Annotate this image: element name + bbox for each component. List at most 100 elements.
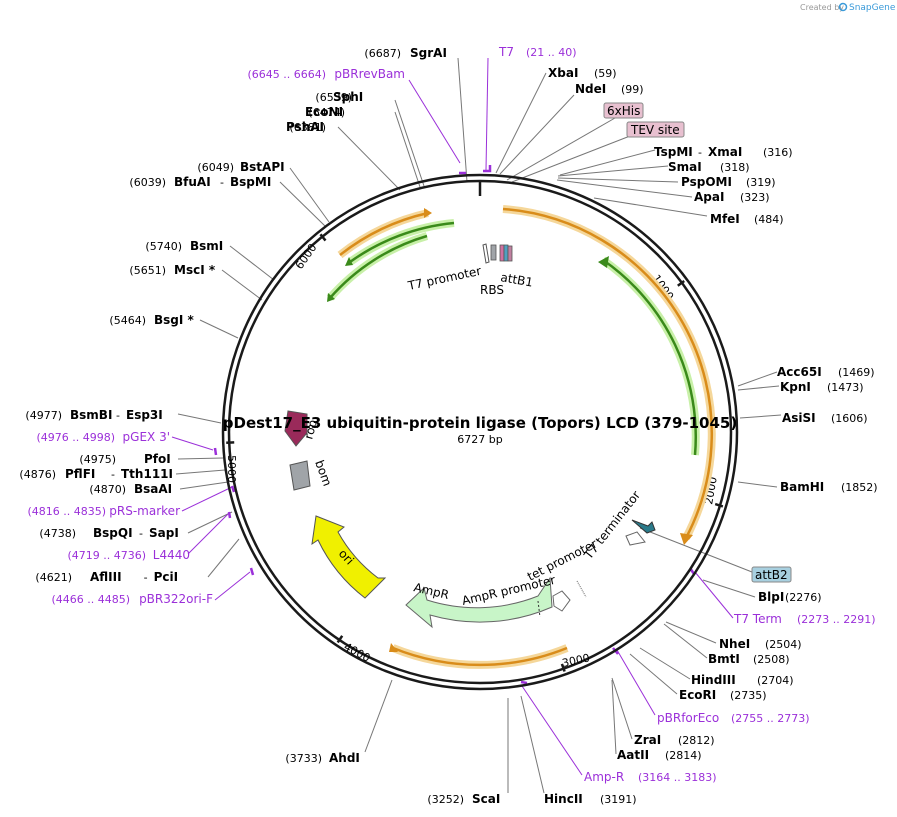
enzyme-name: NdeI — [575, 82, 606, 96]
enzyme-name: SapI — [149, 526, 179, 540]
enzyme-name: AhdI — [329, 751, 360, 765]
enzyme-position: (484) — [754, 213, 784, 226]
enzyme-position: (4977) — [25, 409, 62, 422]
feature-leader-lines — [506, 117, 753, 573]
primer-range: (6645 .. 6664) — [247, 68, 326, 81]
enzyme-position: (3252) — [427, 793, 464, 806]
primer-leader-lines — [171, 57, 734, 776]
enzyme-position: (5740) — [145, 240, 182, 253]
tick-label: 6000 — [293, 241, 320, 271]
enzyme-name: PciI — [154, 570, 179, 584]
snapgene-brand: SnapGene — [849, 3, 896, 13]
enzyme-name: MscI * — [174, 263, 216, 277]
enzyme-position: (59) — [594, 67, 617, 80]
enzyme-position: (4876) — [19, 468, 56, 481]
enzyme-separator: - — [698, 146, 702, 159]
t7-terminator-arrow — [631, 519, 656, 534]
svg-text:attB2: attB2 — [755, 568, 788, 582]
boxed-attb2: attB2 — [751, 566, 792, 583]
enzyme-position: (4870) — [89, 483, 126, 496]
primer-range: (4976 .. 4998) — [36, 431, 115, 444]
label-rbs: RBS — [480, 283, 504, 297]
bom-box — [289, 460, 311, 491]
enzyme-position: (6687) — [364, 47, 401, 60]
enzyme-position: (4621) — [35, 571, 72, 584]
enzyme-position: (5651) — [129, 264, 166, 277]
enzyme-name: EcoRI — [679, 688, 716, 702]
enzyme-position: (1473) — [827, 381, 864, 394]
enzyme-position: (99) — [621, 83, 644, 96]
label-rop: rop — [301, 418, 320, 441]
enzyme-name: EcoNI — [305, 105, 343, 119]
svg-text:TEV site: TEV site — [630, 123, 680, 137]
t7-promoter-cluster — [482, 243, 513, 264]
enzyme-position: (4738) — [39, 527, 76, 540]
enzyme-position: (6381) — [289, 121, 326, 134]
enzyme-name: PshAI — [286, 120, 324, 134]
enzyme-name: BsmI — [190, 239, 223, 253]
label-t7-promoter: T7 promoter — [406, 264, 483, 293]
enzyme-position: (2704) — [757, 674, 794, 687]
label-t7-terminator: T7 terminator — [581, 488, 644, 563]
enzyme-position: (323) — [740, 191, 770, 204]
enzyme-position: (1852) — [841, 481, 878, 494]
tick-mark — [319, 233, 327, 242]
tick-mark — [714, 502, 724, 508]
tick-label: 5000 — [225, 455, 238, 483]
primer-name: L4440 — [153, 548, 190, 562]
primer-range: (3164 .. 3183) — [638, 771, 717, 784]
enzyme-name: PflFI — [65, 467, 95, 481]
primer-name: pGEX 3' — [123, 430, 170, 444]
enzyme-name: SphI — [333, 90, 363, 104]
tick-label: 3000 — [561, 651, 591, 670]
enzyme-position: (6039) — [129, 176, 166, 189]
enzyme-position: (6049) — [197, 161, 234, 174]
primer-name: Amp-R — [584, 770, 624, 784]
enzyme-name: XbaI — [548, 66, 578, 80]
enzyme-name: Tth111I — [121, 467, 173, 481]
enzyme-name: BamHI — [780, 480, 824, 494]
primer-name: pBRrevBam — [334, 67, 405, 81]
enzyme-name: MfeI — [710, 212, 740, 226]
enzyme-name: AatII — [617, 748, 649, 762]
enzyme-name: BlpI — [758, 590, 784, 604]
snapgene-logo-icon — [838, 2, 848, 12]
enzyme-position: (4975) — [79, 453, 116, 466]
enzyme-name: PspOMI — [681, 175, 732, 189]
svg-text:6xHis: 6xHis — [607, 104, 640, 118]
enzyme-name: Esp3I — [126, 408, 163, 422]
enzyme-name: AflIII — [90, 570, 122, 584]
ori-arrow — [311, 515, 387, 599]
tick-mark — [560, 663, 566, 672]
enzyme-position: (319) — [746, 176, 776, 189]
enzyme-position: (1606) — [831, 412, 868, 425]
primer-name: pRS-marker — [109, 504, 180, 518]
label-bom: bom — [312, 458, 334, 488]
enzyme-name: XmaI — [708, 145, 742, 159]
enzyme-position: (2504) — [765, 638, 802, 651]
tick-label: 4000 — [342, 640, 373, 665]
primer-range: (2755 .. 2773) — [731, 712, 810, 725]
enzyme-name: HindIII — [691, 673, 736, 687]
enzyme-name: BsmBI — [70, 408, 112, 422]
enzyme-name: KpnI — [780, 380, 811, 394]
enzyme-name: BfuAI — [174, 175, 211, 189]
enzyme-name: BsaAI — [134, 482, 172, 496]
primer-range: (2273 .. 2291) — [797, 613, 876, 626]
enzyme-name: ZraI — [634, 733, 661, 747]
label-attb1: attB1 — [499, 270, 534, 289]
enzyme-separator: - — [144, 571, 148, 584]
leader-lines — [175, 57, 782, 794]
features — [284, 205, 716, 669]
enzyme-position: (1469) — [838, 366, 875, 379]
enzyme-position: (5464) — [109, 314, 146, 327]
enzyme-separator: - — [111, 468, 115, 481]
enzyme-position: (3191) — [600, 793, 637, 806]
enzyme-name: ScaI — [472, 792, 500, 806]
enzyme-position: (6474) — [308, 106, 345, 119]
ampr-arrow — [405, 576, 553, 629]
enzyme-name: BspQI — [93, 526, 133, 540]
ampr-promoter-arrow — [552, 590, 571, 612]
enzyme-position: (2508) — [753, 653, 790, 666]
